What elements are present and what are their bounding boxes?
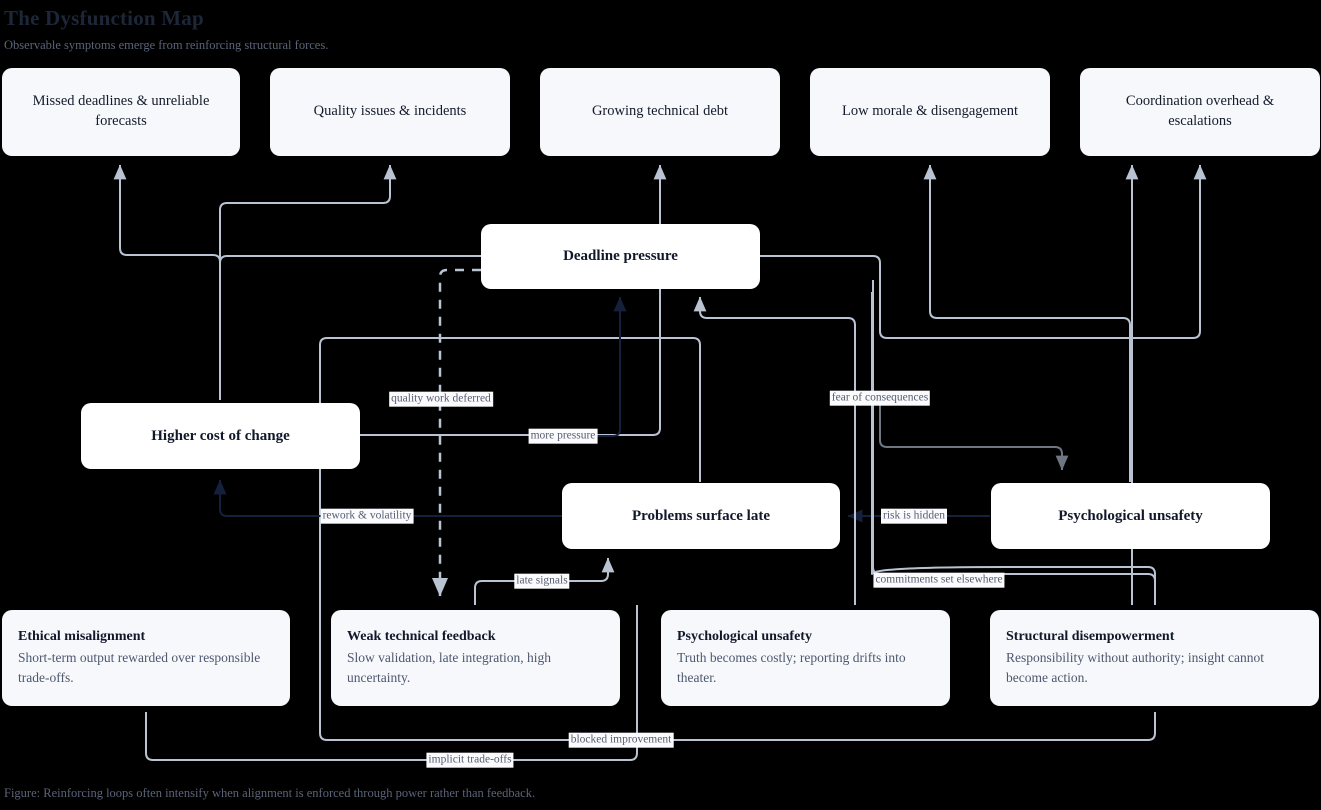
edge-fear-of-consequences bbox=[693, 296, 856, 605]
edge-label-quality-work-deferred: quality work deferred bbox=[389, 391, 493, 407]
node-label: Psychological unsafety bbox=[1058, 507, 1203, 524]
node-label: Low morale & disengagement bbox=[842, 103, 1018, 120]
node-label: Problems surface late bbox=[631, 507, 771, 524]
node-label: Coordination overhead & escalations bbox=[1125, 93, 1275, 129]
edge-label-commitments-set-elsewhere: commitments set elsewhere bbox=[873, 572, 1005, 588]
symptom-node-quality-issues[interactable]: Quality issues & incidents bbox=[270, 68, 510, 156]
edge-commitments-set-elsewhere bbox=[871, 292, 1156, 605]
edge-cost-to-missed bbox=[113, 164, 221, 400]
edge-unsafety-to-morale bbox=[923, 164, 1131, 482]
node-title: Weak technical feedback bbox=[347, 629, 496, 645]
symptom-node-technical-debt[interactable]: Growing technical debt bbox=[540, 68, 780, 156]
edge-label-blocked-improvement: blocked improvement bbox=[568, 732, 674, 748]
node-title: Ethical misalignment bbox=[18, 629, 146, 645]
symptom-node-coordination-overhead[interactable]: Coordination overhead & escalations bbox=[1080, 68, 1320, 156]
edge-more-pressure bbox=[562, 296, 627, 437]
edge-label-rework-volatility: rework & volatility bbox=[320, 508, 414, 524]
edge-to-quality-issues bbox=[219, 164, 397, 400]
mediator-node-psychological-unsafety[interactable]: Psychological unsafety bbox=[991, 483, 1270, 549]
page-title: The Dysfunction Map bbox=[4, 6, 204, 30]
edge-deadline-to-coordination bbox=[760, 164, 1207, 339]
cause-node-psychological-unsafety[interactable]: Psychological unsafety Truth becomes cos… bbox=[661, 610, 950, 706]
edge-weak-feedback-riser bbox=[319, 337, 701, 605]
edge-problems-to-quality bbox=[320, 345, 700, 386]
cause-node-weak-technical-feedback[interactable]: Weak technical feedback Slow validation,… bbox=[331, 610, 620, 706]
edge-deadline-to-weak-feedback-dashed bbox=[432, 268, 481, 597]
page-subtitle: Observable symptoms emerge from reinforc… bbox=[4, 38, 329, 52]
node-description: Responsibility without authority; insigh… bbox=[1006, 650, 1264, 685]
node-description: Slow validation, late integration, high … bbox=[347, 650, 551, 685]
symptom-node-low-morale[interactable]: Low morale & disengagement bbox=[810, 68, 1050, 156]
edge-quality-work-deferred bbox=[219, 255, 481, 400]
edge-label-more-pressure: more pressure bbox=[528, 428, 598, 444]
edge-label-risk-is-hidden: risk is hidden bbox=[881, 508, 947, 524]
node-title: Psychological unsafety bbox=[677, 629, 812, 645]
node-label: Deadline pressure bbox=[563, 248, 678, 264]
node-description: Truth becomes costly; reporting drifts i… bbox=[677, 650, 906, 685]
node-title: Structural disempowerment bbox=[1006, 629, 1175, 645]
cause-node-structural-disempowerment[interactable]: Structural disempowerment Responsibility… bbox=[990, 610, 1319, 706]
edge-commitments-riser bbox=[872, 280, 1156, 605]
mediator-node-higher-cost-of-change[interactable]: Higher cost of change bbox=[81, 403, 360, 469]
cause-node-ethical-misalignment[interactable]: Ethical misalignment Short-term output r… bbox=[2, 610, 290, 706]
mediator-node-problems-surface-late[interactable]: Problems surface late bbox=[562, 483, 840, 549]
symptom-node-missed-deadlines[interactable]: Missed deadlines & unreliable forecasts bbox=[2, 68, 240, 156]
figure-caption: Figure: Reinforcing loops often intensif… bbox=[4, 786, 536, 800]
edge-label-fear-of-consequences: fear of consequences bbox=[829, 390, 931, 406]
node-description: Short-term output rewarded over responsi… bbox=[18, 650, 261, 685]
edge-label-late-signals: late signals bbox=[514, 573, 570, 589]
node-label: Quality issues & incidents bbox=[313, 103, 467, 120]
edge-label-implicit-trade-offs: implicit trade-offs bbox=[426, 752, 514, 768]
node-label: Missed deadlines & unreliable forecasts bbox=[32, 93, 210, 129]
edge-cause-unsafety-to-mediator bbox=[879, 398, 1069, 471]
mediator-node-deadline-pressure[interactable]: Deadline pressure bbox=[481, 224, 760, 289]
node-label: Growing technical debt bbox=[591, 103, 729, 120]
node-label: Higher cost of change bbox=[151, 427, 290, 444]
